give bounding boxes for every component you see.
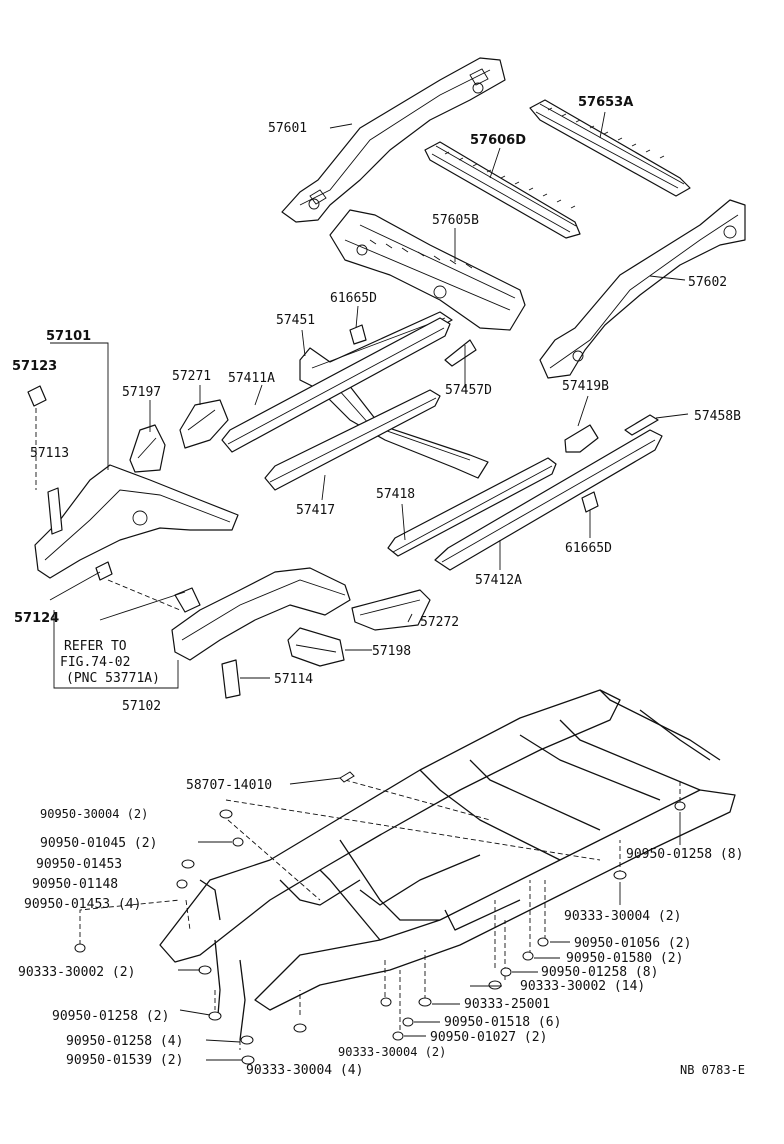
label-57417: 57417 — [296, 503, 335, 518]
label-57418: 57418 — [376, 487, 415, 502]
label-61665D-lower: 61665D — [565, 541, 612, 556]
part-57602-rail — [539, 199, 746, 379]
label-f14: 90333-25001 — [464, 997, 550, 1012]
label-57123: 57123 — [12, 359, 57, 374]
part-57113-bracket — [47, 487, 63, 535]
label-f7: 90950-01258 (2) — [52, 1009, 169, 1024]
label-57458B: 57458B — [694, 409, 741, 424]
part-57271-bracket — [179, 399, 229, 449]
part-57653A-crossmember — [529, 99, 691, 197]
part-57458B-gusset — [624, 414, 659, 436]
part-61665D-bracket-lower — [581, 491, 599, 513]
label-figure-code: NB 0783-E — [680, 1063, 745, 1077]
part-57606D-crossmember — [424, 141, 581, 239]
label-57605B: 57605B — [432, 213, 479, 228]
label-57412A: 57412A — [475, 573, 522, 588]
part-57417-rail — [264, 389, 441, 491]
label-f18: 90950-01056 (2) — [574, 936, 691, 951]
label-57606D: 57606D — [470, 133, 526, 148]
label-f15: 90333-30002 (14) — [520, 979, 645, 994]
label-57653A: 57653A — [578, 95, 633, 110]
part-57601-rail — [281, 57, 506, 223]
label-f10: 90333-30004 (4) — [246, 1063, 363, 1078]
label-f6: 90333-30002 (2) — [18, 965, 135, 980]
label-f1: 90950-30004 (2) — [40, 807, 148, 821]
leader-lines-upper — [35, 111, 689, 689]
part-57101-frame-assembly — [34, 464, 239, 579]
part-57124-bracket — [95, 561, 113, 581]
label-57457D: 57457D — [445, 383, 492, 398]
label-57101: 57101 — [46, 329, 91, 344]
part-57605B-crossmember — [329, 209, 526, 331]
part-57198-bracket — [287, 627, 345, 667]
part-57102-frame-assembly — [171, 567, 351, 661]
label-57602: 57602 — [688, 275, 727, 290]
part-labels: 57601 57653A 57606D 57605B 57602 61665D … — [12, 95, 741, 793]
part-57123-bracket — [27, 385, 47, 407]
label-57113: 57113 — [30, 446, 69, 461]
label-57271: 57271 — [172, 369, 211, 384]
label-f17: 90950-01580 (2) — [566, 951, 683, 966]
label-57102: 57102 — [122, 699, 161, 714]
label-57419B: 57419B — [562, 379, 609, 394]
label-57114: 57114 — [274, 672, 313, 687]
label-57601: 57601 — [268, 121, 307, 136]
label-f2: 90950-01045 (2) — [40, 836, 157, 851]
part-57197-bracket — [129, 424, 166, 473]
part-57411A-rail — [221, 317, 451, 453]
part-57412A-rail — [434, 429, 663, 571]
label-f16: 90950-01258 (8) — [541, 965, 658, 980]
label-f5: 90950-01453 (4) — [24, 897, 141, 912]
fastener-leaders — [178, 777, 681, 1061]
part-57114-bracket — [221, 659, 241, 699]
label-57272: 57272 — [420, 615, 459, 630]
label-58707-14010: 58707-14010 — [186, 778, 272, 793]
fastener-symbols — [74, 771, 686, 1065]
label-refer-3: (PNC 53771A) — [66, 671, 160, 686]
label-57124: 57124 — [14, 611, 59, 626]
part-61665D-bracket-upper — [349, 324, 367, 345]
label-refer-1: REFER TO — [64, 639, 127, 654]
label-f3: 90950-01453 — [36, 857, 122, 872]
label-f8: 90950-01258 (4) — [66, 1034, 183, 1049]
label-57411A: 57411A — [228, 371, 275, 386]
frame-dashed-leaders — [79, 779, 681, 1050]
label-61665D-upper: 61665D — [330, 291, 377, 306]
part-57418-rail — [387, 457, 557, 557]
label-57198: 57198 — [372, 644, 411, 659]
label-f11: 90333-30004 (2) — [338, 1045, 446, 1059]
label-f12: 90950-01027 (2) — [430, 1030, 547, 1045]
assembled-frame — [159, 689, 736, 1041]
label-f13: 90950-01518 (6) — [444, 1015, 561, 1030]
label-refer-2: FIG.74-02 — [60, 655, 130, 670]
label-f19: 90333-30004 (2) — [564, 909, 681, 924]
label-f20: 90950-01258 (8) — [626, 847, 743, 862]
part-57419B-bracket — [564, 424, 599, 453]
fastener-labels: 90950-30004 (2) 90950-01045 (2) 90950-01… — [18, 807, 745, 1078]
label-57451: 57451 — [276, 313, 315, 328]
label-f4: 90950-01148 — [32, 877, 118, 892]
label-57197: 57197 — [122, 385, 161, 400]
part-57272-bracket — [351, 589, 431, 631]
label-f9: 90950-01539 (2) — [66, 1053, 183, 1068]
